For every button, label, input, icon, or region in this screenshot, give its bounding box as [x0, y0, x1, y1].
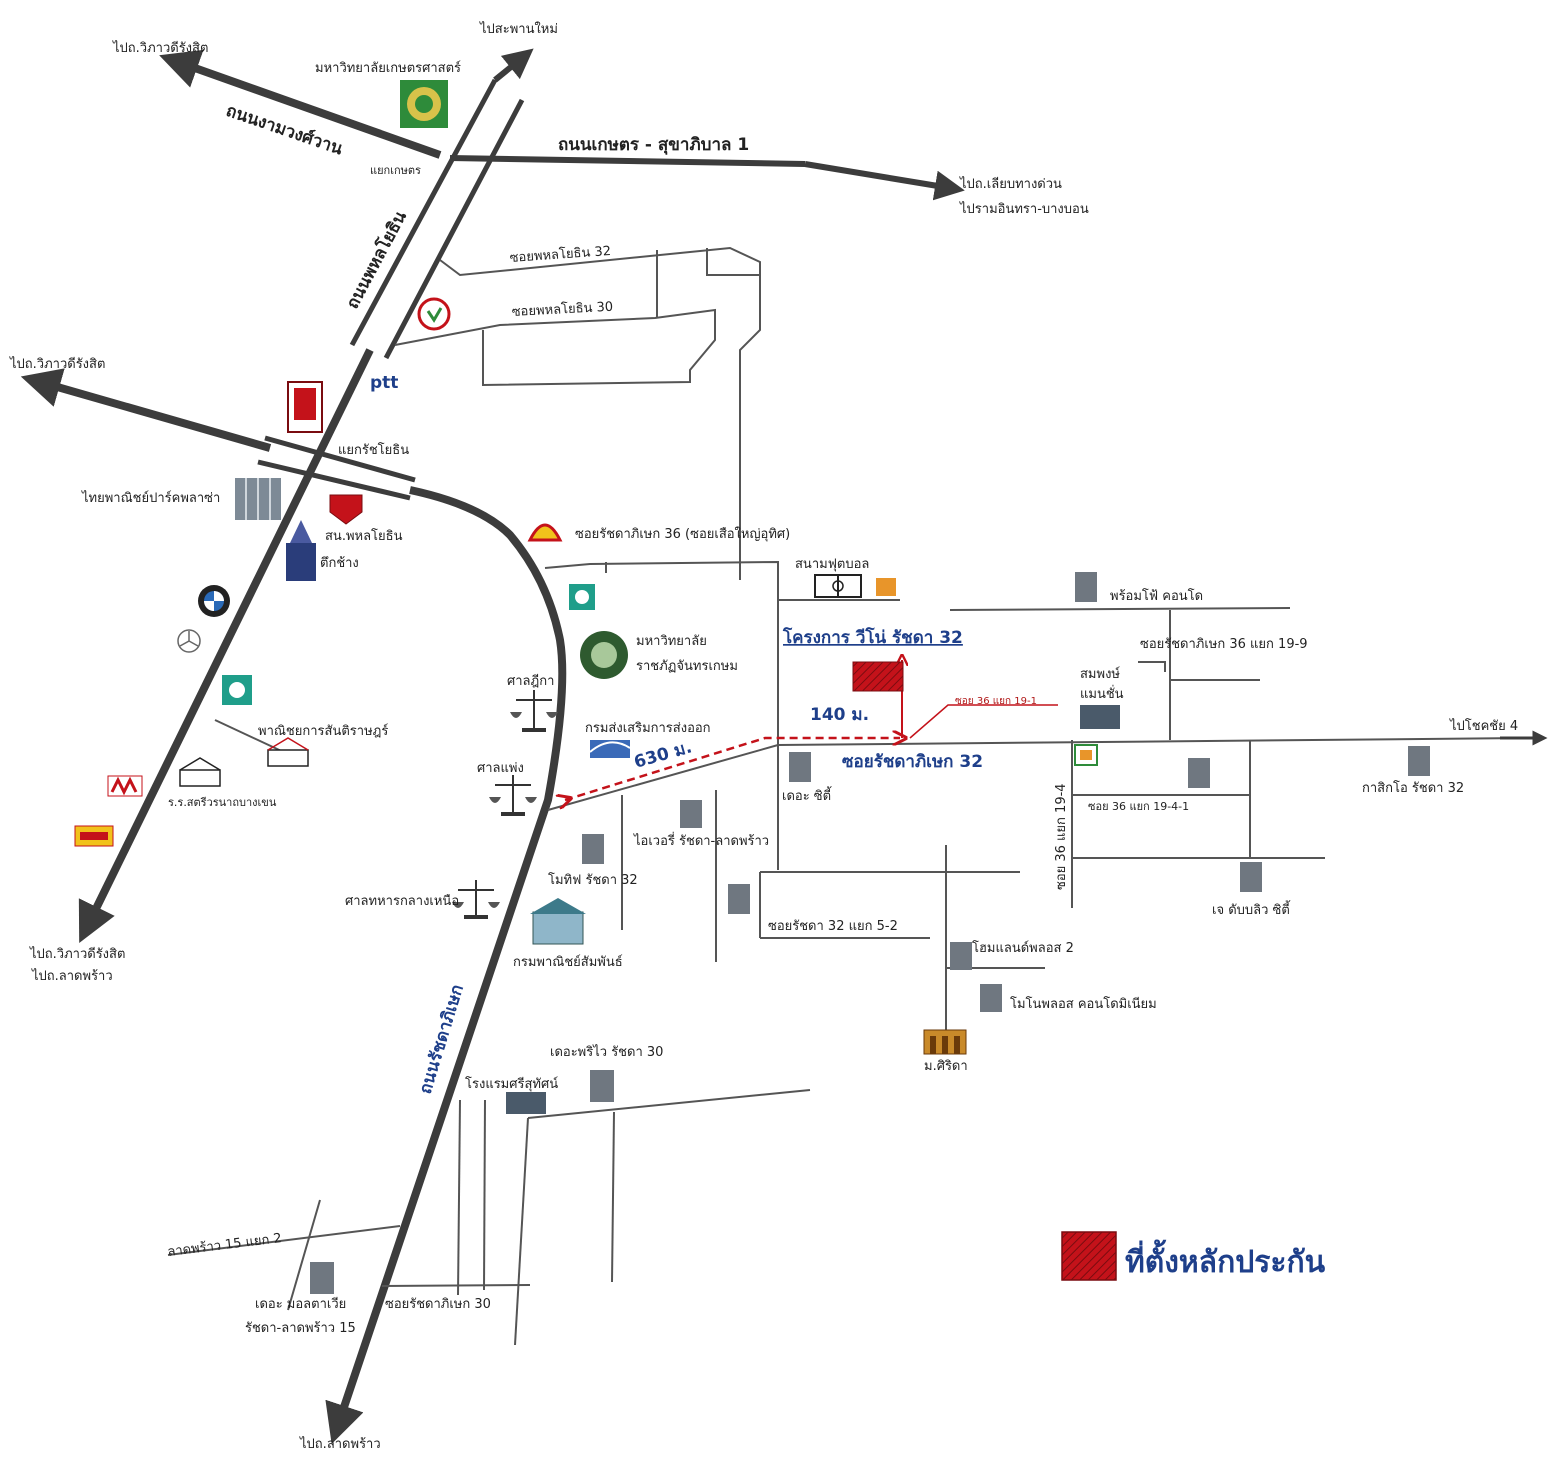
label-homeland-plus: โฮมแลนด์พลอส 2 — [972, 940, 1074, 956]
direction-saphan-mai: ไปสะพานใหม่ — [479, 21, 558, 37]
m-sirida-building-icon — [923, 1029, 967, 1055]
chandrakasem-logo-icon — [580, 631, 628, 679]
label-the-privacy: เดอะพริไว รัชดา 30 — [550, 1044, 663, 1060]
direction-vibhavadi-bottom: ไปถ.วิภาวดีรังสิต — [29, 946, 125, 962]
ngamwongwan-road — [159, 49, 442, 159]
kasetsart-logo-icon — [400, 80, 448, 128]
bmw-logo-icon — [198, 585, 230, 617]
legend-label: ที่ตั้งหลักประกัน — [1125, 1239, 1326, 1280]
mk-restaurant-logo-icon — [107, 775, 143, 797]
soi-phahon-32: ซอยพหลโยธิน 32 — [509, 243, 611, 266]
soi-36-19-9: ซอยรัชดาภิเษก 36 แยก 19-9 — [1140, 637, 1308, 652]
court-scales-icon-1 — [510, 690, 558, 732]
makro-logo-icon — [74, 825, 114, 847]
direction-vibhavadi-mid: ไปถ.วิภาวดีรังสิต — [9, 356, 105, 372]
label-court-appeal: ศาลฎีกา — [507, 673, 554, 689]
label-court-north: ศาลทหารกลางเหนือ — [345, 893, 459, 909]
label-trade-dept: กรมพาณิชย์สัมพันธ์ — [513, 954, 623, 970]
phahonyothin-road — [78, 48, 534, 943]
condo-building-icons — [310, 572, 1430, 1294]
direction-expressway: ไปถ.เลียบทางด่วน — [959, 176, 1062, 192]
court-scales-icon-2 — [489, 775, 537, 816]
ratchayothin-road — [20, 368, 416, 501]
soi-36-19-1: ซอย 36 แยก 19-1 — [955, 696, 1037, 707]
label-monoplus: โมโนพลอส คอนโดมิเนียม — [1010, 996, 1157, 1012]
label-hotel: โรงแรมศรีสุทัศน์ — [465, 1076, 558, 1092]
label-prompt-condo: พร้อมโฟ้ คอนโด — [1110, 588, 1203, 604]
ratchadaphisek-road — [325, 486, 567, 1444]
road-name-ngamwongwan: ถนนงามวงศ์วาน — [223, 100, 345, 160]
intersection-ratchayothin: แยกรัชโยธิน — [338, 442, 409, 458]
soi-ratchada-36: ซอยรัชดาภิเษก 36 (ซอยเสือใหญ่อุทิศ) — [575, 526, 790, 542]
elephant-building-icon — [286, 520, 316, 581]
kbank-logo-icon — [417, 297, 451, 331]
label-school: ร.ร.สตรีวรนาถบางเขน — [168, 796, 277, 809]
court-scales-icon-3 — [452, 880, 500, 919]
soi-phahon-30: ซอยพหลโยธิน 30 — [511, 299, 613, 320]
direction-chokchai4: ไปโชคชัย 4 — [1449, 718, 1518, 734]
label-ptt: ptt — [370, 373, 398, 393]
label-the-city: เดอะ ซิตี้ — [782, 786, 832, 804]
label-kasetsart: มหาวิทยาลัยเกษตรศาสตร์ — [315, 60, 461, 76]
soi-ladprao-15-2: ลาดพร้าว 15 แยก 2 — [167, 1231, 283, 1260]
soi-36-19-4-1: ซอย 36 แยก 19-4-1 — [1088, 800, 1189, 813]
label-thai-commerce: ไทยพาณิชย์ปาร์คพลาซ่า — [81, 490, 220, 506]
label-elephant-building: ตึกช้าง — [320, 556, 359, 571]
direction-ladprao-left: ไปถ.ลาดพร้าว — [31, 968, 113, 984]
minor-roads — [167, 246, 1548, 1346]
kaset-road — [449, 155, 965, 201]
seven-eleven-icon — [1074, 744, 1098, 766]
legend-swatch — [1061, 1231, 1117, 1281]
ptt-station-icon — [222, 675, 252, 705]
label-jw-city: เจ ดับบลิว ซิตี้ — [1212, 900, 1291, 918]
label-sompong: สมพงษ์ — [1080, 666, 1120, 682]
label-m-sirida: ม.ศิริดา — [924, 1059, 968, 1074]
label-motif: โมทิฟ รัชดา 32 — [548, 872, 638, 888]
label-the-victoria: เดอะ มอลตาเวีย — [255, 1296, 346, 1312]
direction-ramintra: ไปรามอินทรา-บางบอน — [959, 201, 1089, 217]
ptt-station-icon-2 — [569, 584, 595, 610]
distance-140: 140 ม. — [810, 705, 869, 725]
label-court-civil: ศาลแพ่ง — [477, 761, 524, 776]
soi-ratchada-32: ซอยรัชดาภิเษก 32 — [842, 752, 983, 772]
label-kasikorn-32: กาสิกโอ รัชดา 32 — [1362, 780, 1464, 796]
distance-630: 630 ม. — [632, 737, 694, 773]
label-export-dept: กรมส่งเสริมการส่งออก — [585, 721, 711, 736]
label-ivory: ไอเวอรี่ รัชดา-ลาดพร้าว — [633, 832, 769, 849]
label-the-victoria-2: รัชดา-ลาดพร้าว 15 — [245, 1321, 356, 1336]
mercedes-logo-icon — [177, 629, 201, 653]
legend: ที่ตั้งหลักประกัน — [1061, 1231, 1326, 1281]
project-location-marker[interactable] — [852, 661, 904, 692]
label-police-station: สน.พหลโยธิน — [325, 528, 403, 544]
label-football-field: สนามฟุตบอล — [795, 557, 869, 572]
direction-vibhavadi-top: ไปถ.วิภาวดีรังสิต — [112, 40, 208, 56]
export-dept-icon — [589, 740, 631, 758]
office-building-icon — [235, 478, 281, 520]
shell-logo-icon — [527, 523, 563, 542]
label-sompong-2: แมนชั่น — [1080, 685, 1124, 702]
school-building-icon — [179, 737, 309, 787]
label-project[interactable]: โครงการ วีโน่ รัชดา 32 — [782, 627, 963, 648]
football-field-icon — [814, 574, 896, 598]
direction-ladprao-bottom: ไปถ.ลาดพร้าว — [299, 1436, 381, 1452]
intersection-kaset: แยกเกษตร — [370, 164, 421, 177]
road-name-ratchadaphisek: ถนนรัชดาภิเษก — [416, 982, 468, 1096]
soi-ratchada-32-5-2: ซอยรัชดา 32 แยก 5-2 — [768, 919, 898, 934]
soi-ratchada-30: ซอยรัชดาภิเษก 30 — [385, 1297, 491, 1312]
road-name-kaset: ถนนเกษตร - สุขาภิบาล 1 — [558, 135, 749, 155]
building-tall-icon — [287, 381, 323, 433]
label-chandrakasem-2: ราชภัฏจันทรเกษม — [636, 659, 738, 674]
label-chandrakasem-1: มหาวิทยาลัย — [636, 634, 707, 649]
label-commerce-school: พาณิชยการสันติราษฎร์ — [258, 723, 388, 739]
soi-36-19-4: ซอย 36 แยก 19-4 — [1054, 783, 1069, 890]
trade-dept-building-icon — [530, 898, 586, 945]
police-badge-icon — [329, 494, 363, 525]
